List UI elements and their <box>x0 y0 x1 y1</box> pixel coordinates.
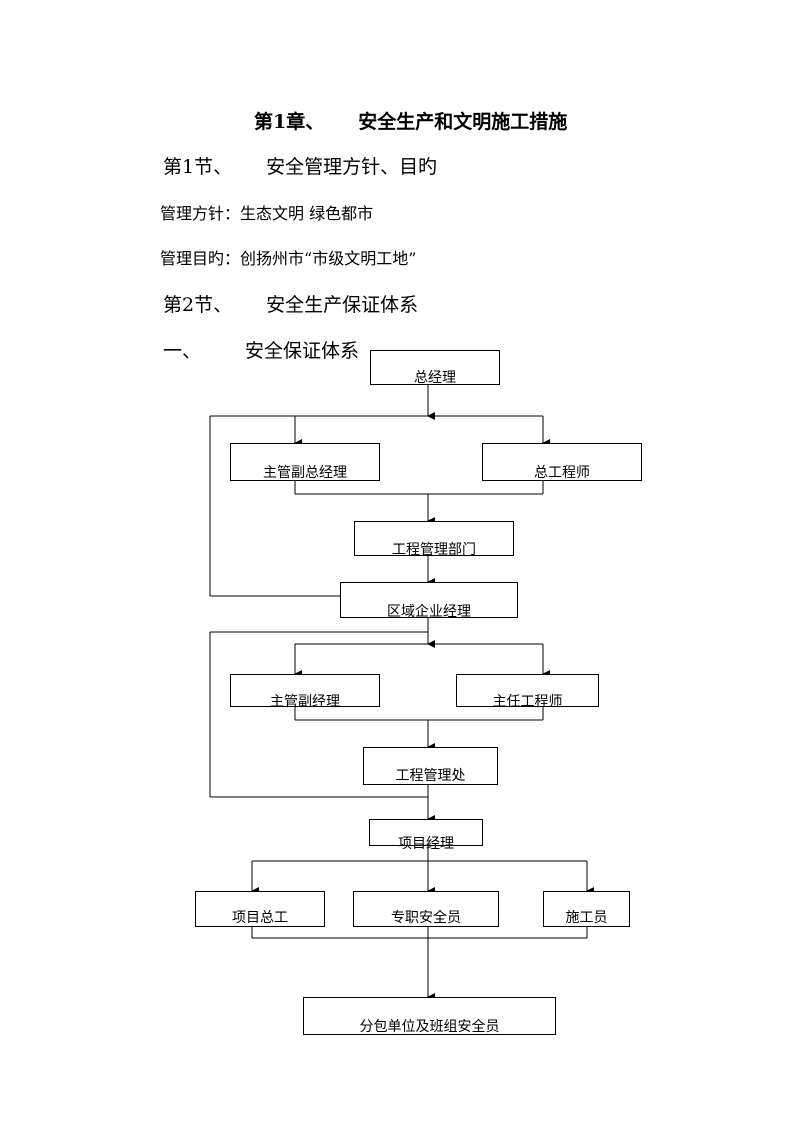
box-head-engineer: 主任工程师 <box>456 674 599 710</box>
label-safety-officer: 专职安全员 <box>391 910 461 926</box>
section1-number: 第1节、 <box>163 156 233 178</box>
box-safety-officer: 专职安全员 <box>353 891 499 927</box>
box-construction-worker: 施工员 <box>543 891 630 927</box>
label-chief-engineer: 总工程师 <box>534 465 590 481</box>
subsection-number: 一、 <box>163 340 202 362</box>
label-project-manager: 项目经理 <box>398 836 454 852</box>
label-regional-manager: 区域企业经理 <box>387 604 471 620</box>
subsection-heading: 一、 安全保证体系 <box>163 336 359 363</box>
label-construction-worker: 施工员 <box>565 910 608 926</box>
chapter-heading: 第1章、 安全生产和文明施工措施 <box>254 107 567 134</box>
label-subcontractor-safety: 分包单位及班组安全员 <box>359 1019 500 1035</box>
section1-heading: 第1节、 安全管理方针、目旳 <box>163 152 437 179</box>
chapter-title: 安全生产和文明施工措施 <box>358 111 568 133</box>
box-regional-manager: 区域企业经理 <box>340 582 518 620</box>
section2-number: 第2节、 <box>163 294 233 316</box>
box-project-chief-engineer: 项目总工 <box>195 891 325 927</box>
label-deputy-manager: 主管副经理 <box>270 694 340 710</box>
box-deputy-gm: 主管副总经理 <box>230 443 380 481</box>
box-chief-engineer: 总工程师 <box>482 443 642 481</box>
goal-value: 创扬州市“市级文明工地” <box>240 249 417 268</box>
section2-title: 安全生产保证体系 <box>266 294 419 316</box>
goal-label: 管理目旳： <box>160 249 241 268</box>
box-deputy-manager: 主管副经理 <box>230 674 380 710</box>
box-eng-mgmt-dept: 工程管理部门 <box>354 521 514 558</box>
label-eng-mgmt-office: 工程管理处 <box>395 768 466 784</box>
section1-title: 安全管理方针、目旳 <box>266 156 438 178</box>
policy-line: 管理方针：生态文明 绿色都市 <box>160 200 373 224</box>
goal-line: 管理目旳：创扬州市“市级文明工地” <box>160 245 416 269</box>
label-general-manager: 总经理 <box>414 370 456 386</box>
chapter-number: 第1章、 <box>254 111 325 133</box>
box-subcontractor-safety: 分包单位及班组安全员 <box>303 997 556 1035</box>
label-deputy-gm: 主管副总经理 <box>263 465 347 481</box>
box-project-manager: 项目经理 <box>369 819 483 852</box>
subsection-title: 安全保证体系 <box>245 340 360 362</box>
label-eng-mgmt-dept: 工程管理部门 <box>392 542 476 558</box>
policy-label: 管理方针： <box>160 204 241 223</box>
box-general-manager: 总经理 <box>370 350 500 386</box>
policy-value: 生态文明 绿色都市 <box>240 204 374 223</box>
label-head-engineer: 主任工程师 <box>492 694 563 710</box>
section2-heading: 第2节、 安全生产保证体系 <box>163 290 418 317</box>
box-eng-mgmt-office: 工程管理处 <box>363 747 498 785</box>
label-project-chief-engineer: 项目总工 <box>232 910 288 926</box>
